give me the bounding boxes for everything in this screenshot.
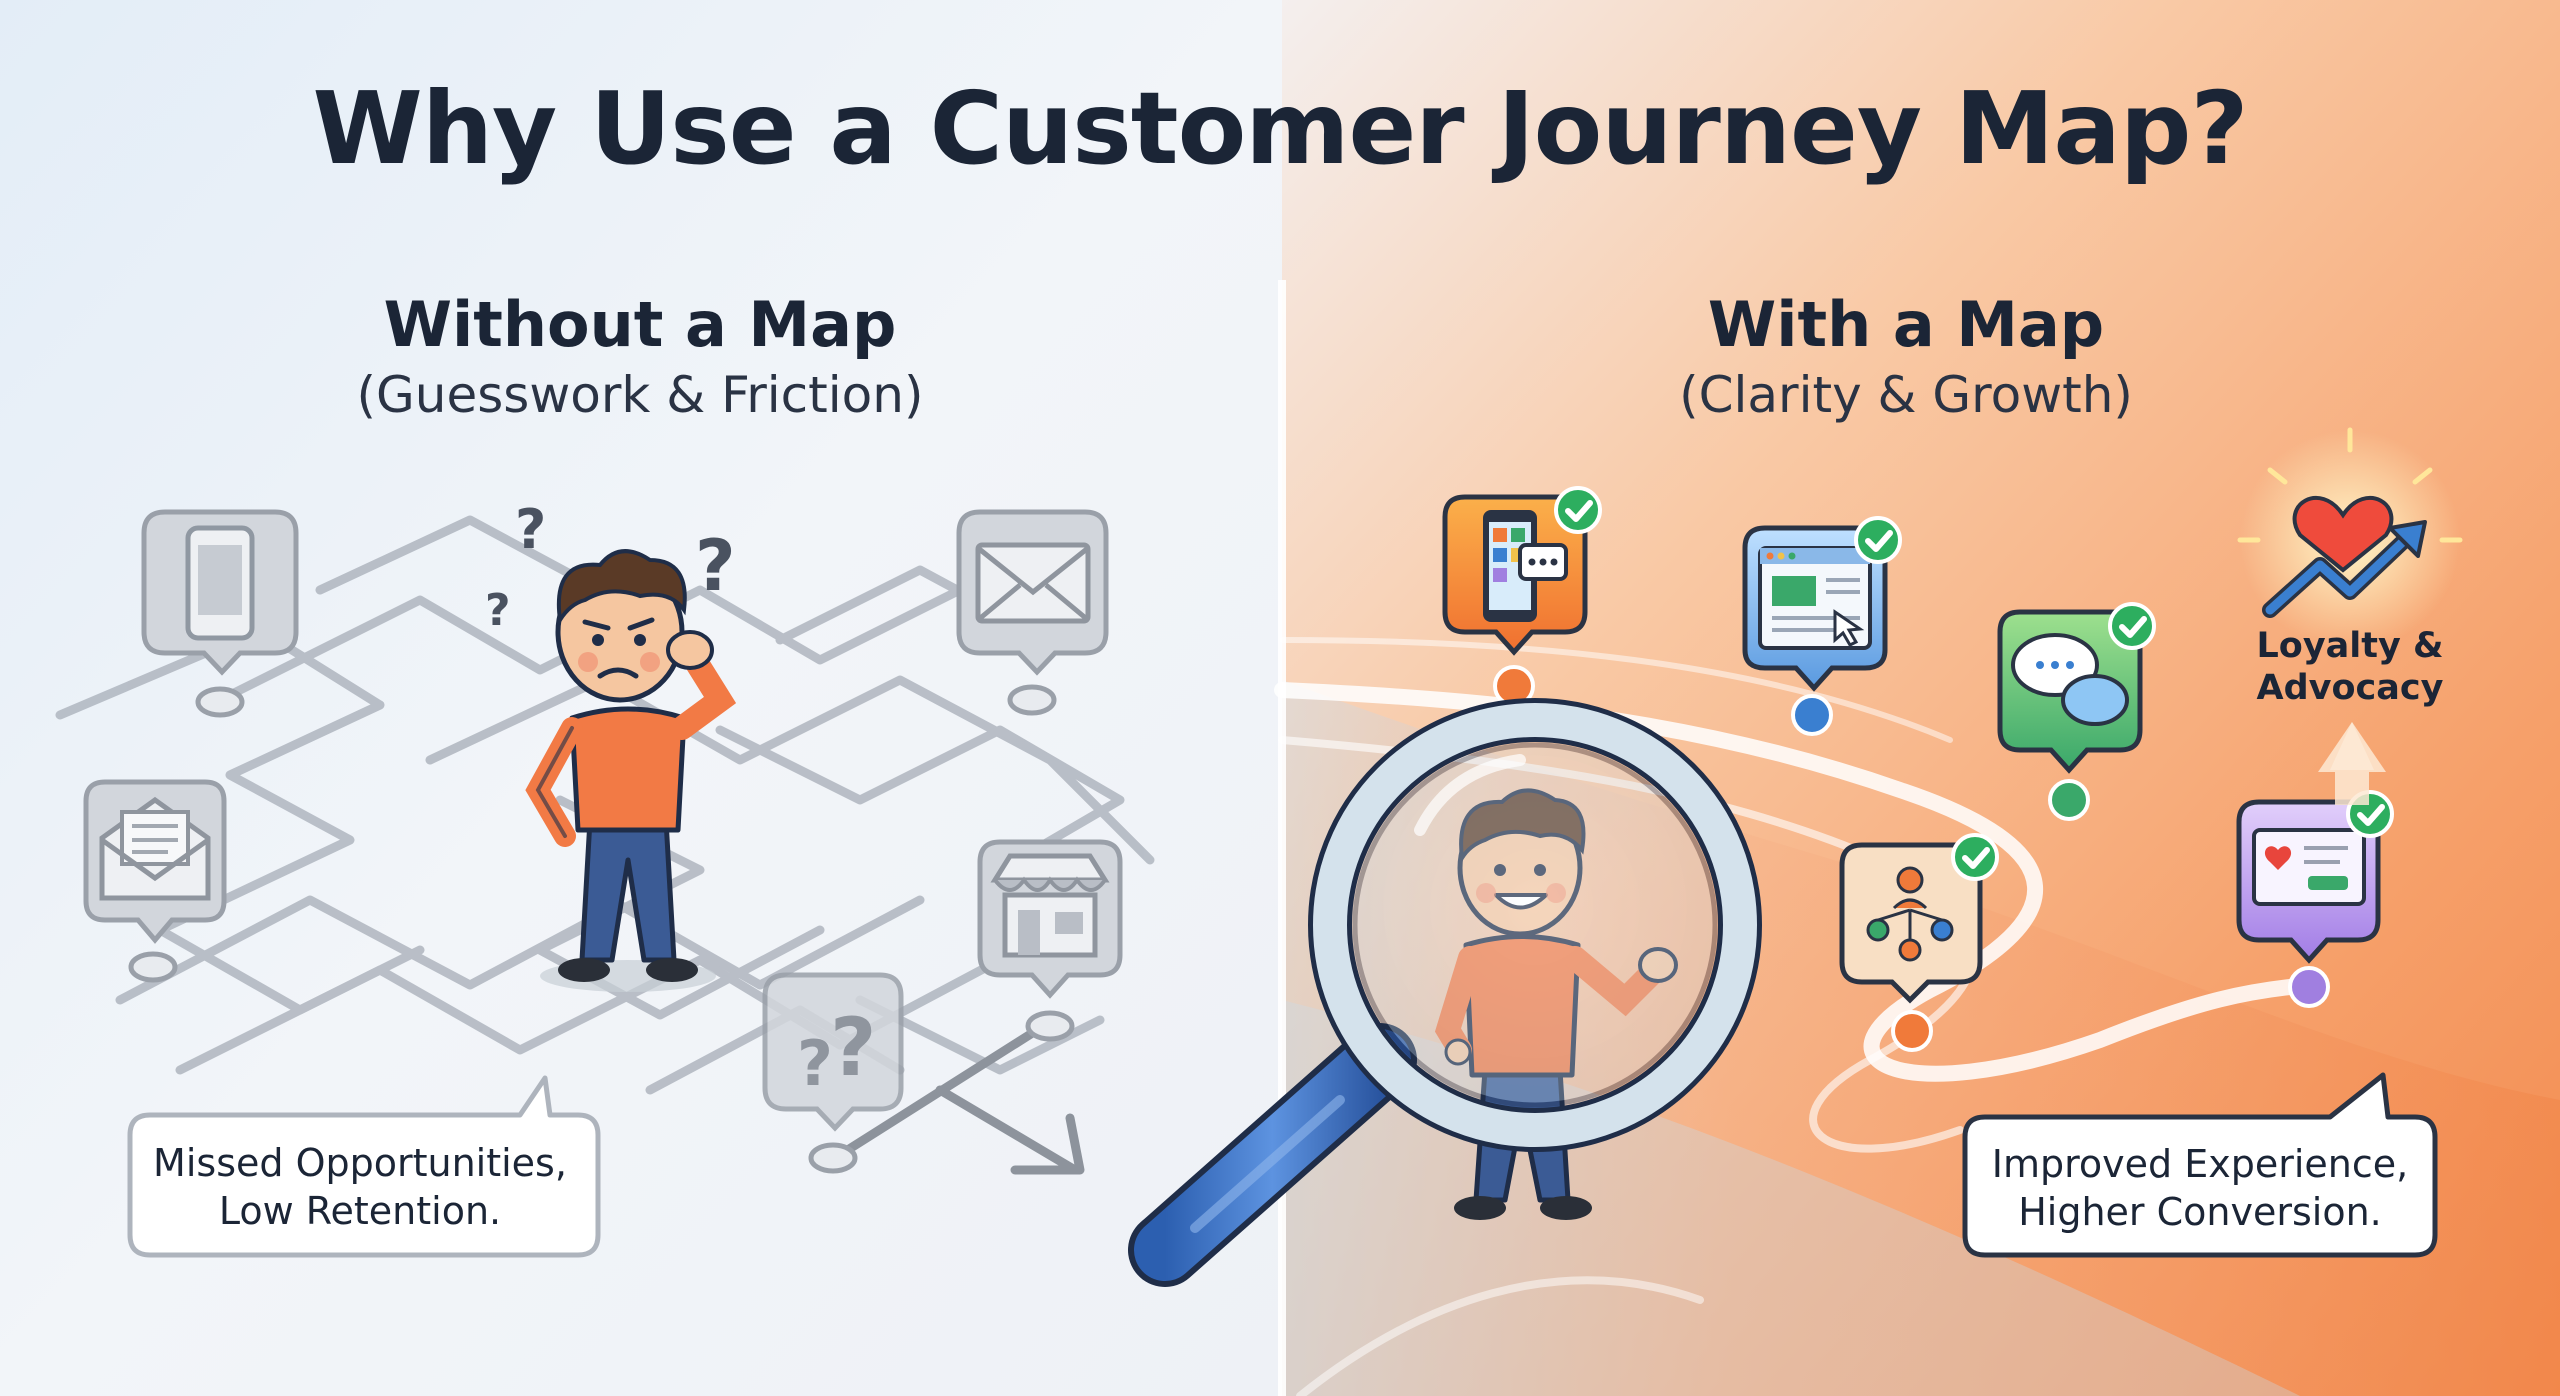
- team-network-icon: [1839, 833, 1999, 1004]
- check-badge-icon: [2108, 602, 2156, 650]
- browser-window-icon: [1742, 516, 1902, 692]
- magnifying-glass-icon: [1128, 698, 1762, 1287]
- right-callout-bubble: [1962, 1072, 2438, 1258]
- mobile-chat-icon: [1442, 486, 1602, 656]
- chat-bubbles-icon: [1997, 602, 2156, 774]
- question-marks-icon: ? ?: [762, 972, 904, 1132]
- svg-text:?: ?: [830, 1001, 876, 1094]
- center-divider: [1278, 280, 1286, 1396]
- confused-arrow: [830, 1020, 1085, 1175]
- left-callout-bubble: [127, 1075, 601, 1258]
- loyalty-card-icon: [2236, 790, 2394, 964]
- left-panel-heading: Without a Map: [383, 288, 897, 361]
- heart-growth-icon: [2237, 427, 2463, 650]
- check-badge-icon: [1951, 833, 1999, 881]
- question-mark-icon: ?: [515, 498, 546, 561]
- goal-label: Advocacy: [2256, 668, 2444, 708]
- question-mark-icon: ?: [695, 525, 736, 607]
- right-panel-subheading: (Clarity & Growth): [1679, 366, 2133, 424]
- left-callout-text: Low Retention.: [218, 1189, 502, 1233]
- confused-person: ? ? ?: [485, 498, 737, 992]
- question-mark-icon: ?: [485, 585, 511, 636]
- storefront-icon: [977, 839, 1123, 999]
- check-badge-icon: [1854, 516, 1902, 564]
- svg-text:?: ?: [797, 1027, 833, 1100]
- page-title: Why Use a Customer Journey Map?: [312, 70, 2249, 187]
- left-panel-subheading: (Guesswork & Friction): [356, 366, 924, 424]
- right-callout-text: Higher Conversion.: [2018, 1190, 2382, 1234]
- maze-nodes: [128, 684, 1075, 1174]
- journey-stops: [1493, 665, 2330, 1052]
- check-badge-icon: [1554, 486, 1602, 534]
- right-callout-text: Improved Experience,: [1991, 1142, 2409, 1186]
- goal-label: Loyalty &: [2256, 626, 2444, 666]
- left-callout-text: Missed Opportunities,: [153, 1141, 567, 1185]
- smartphone-icon: [141, 509, 299, 676]
- right-panel-heading: With a Map: [1707, 288, 2105, 361]
- open-mail-icon: [83, 779, 227, 944]
- envelope-icon: [956, 509, 1109, 676]
